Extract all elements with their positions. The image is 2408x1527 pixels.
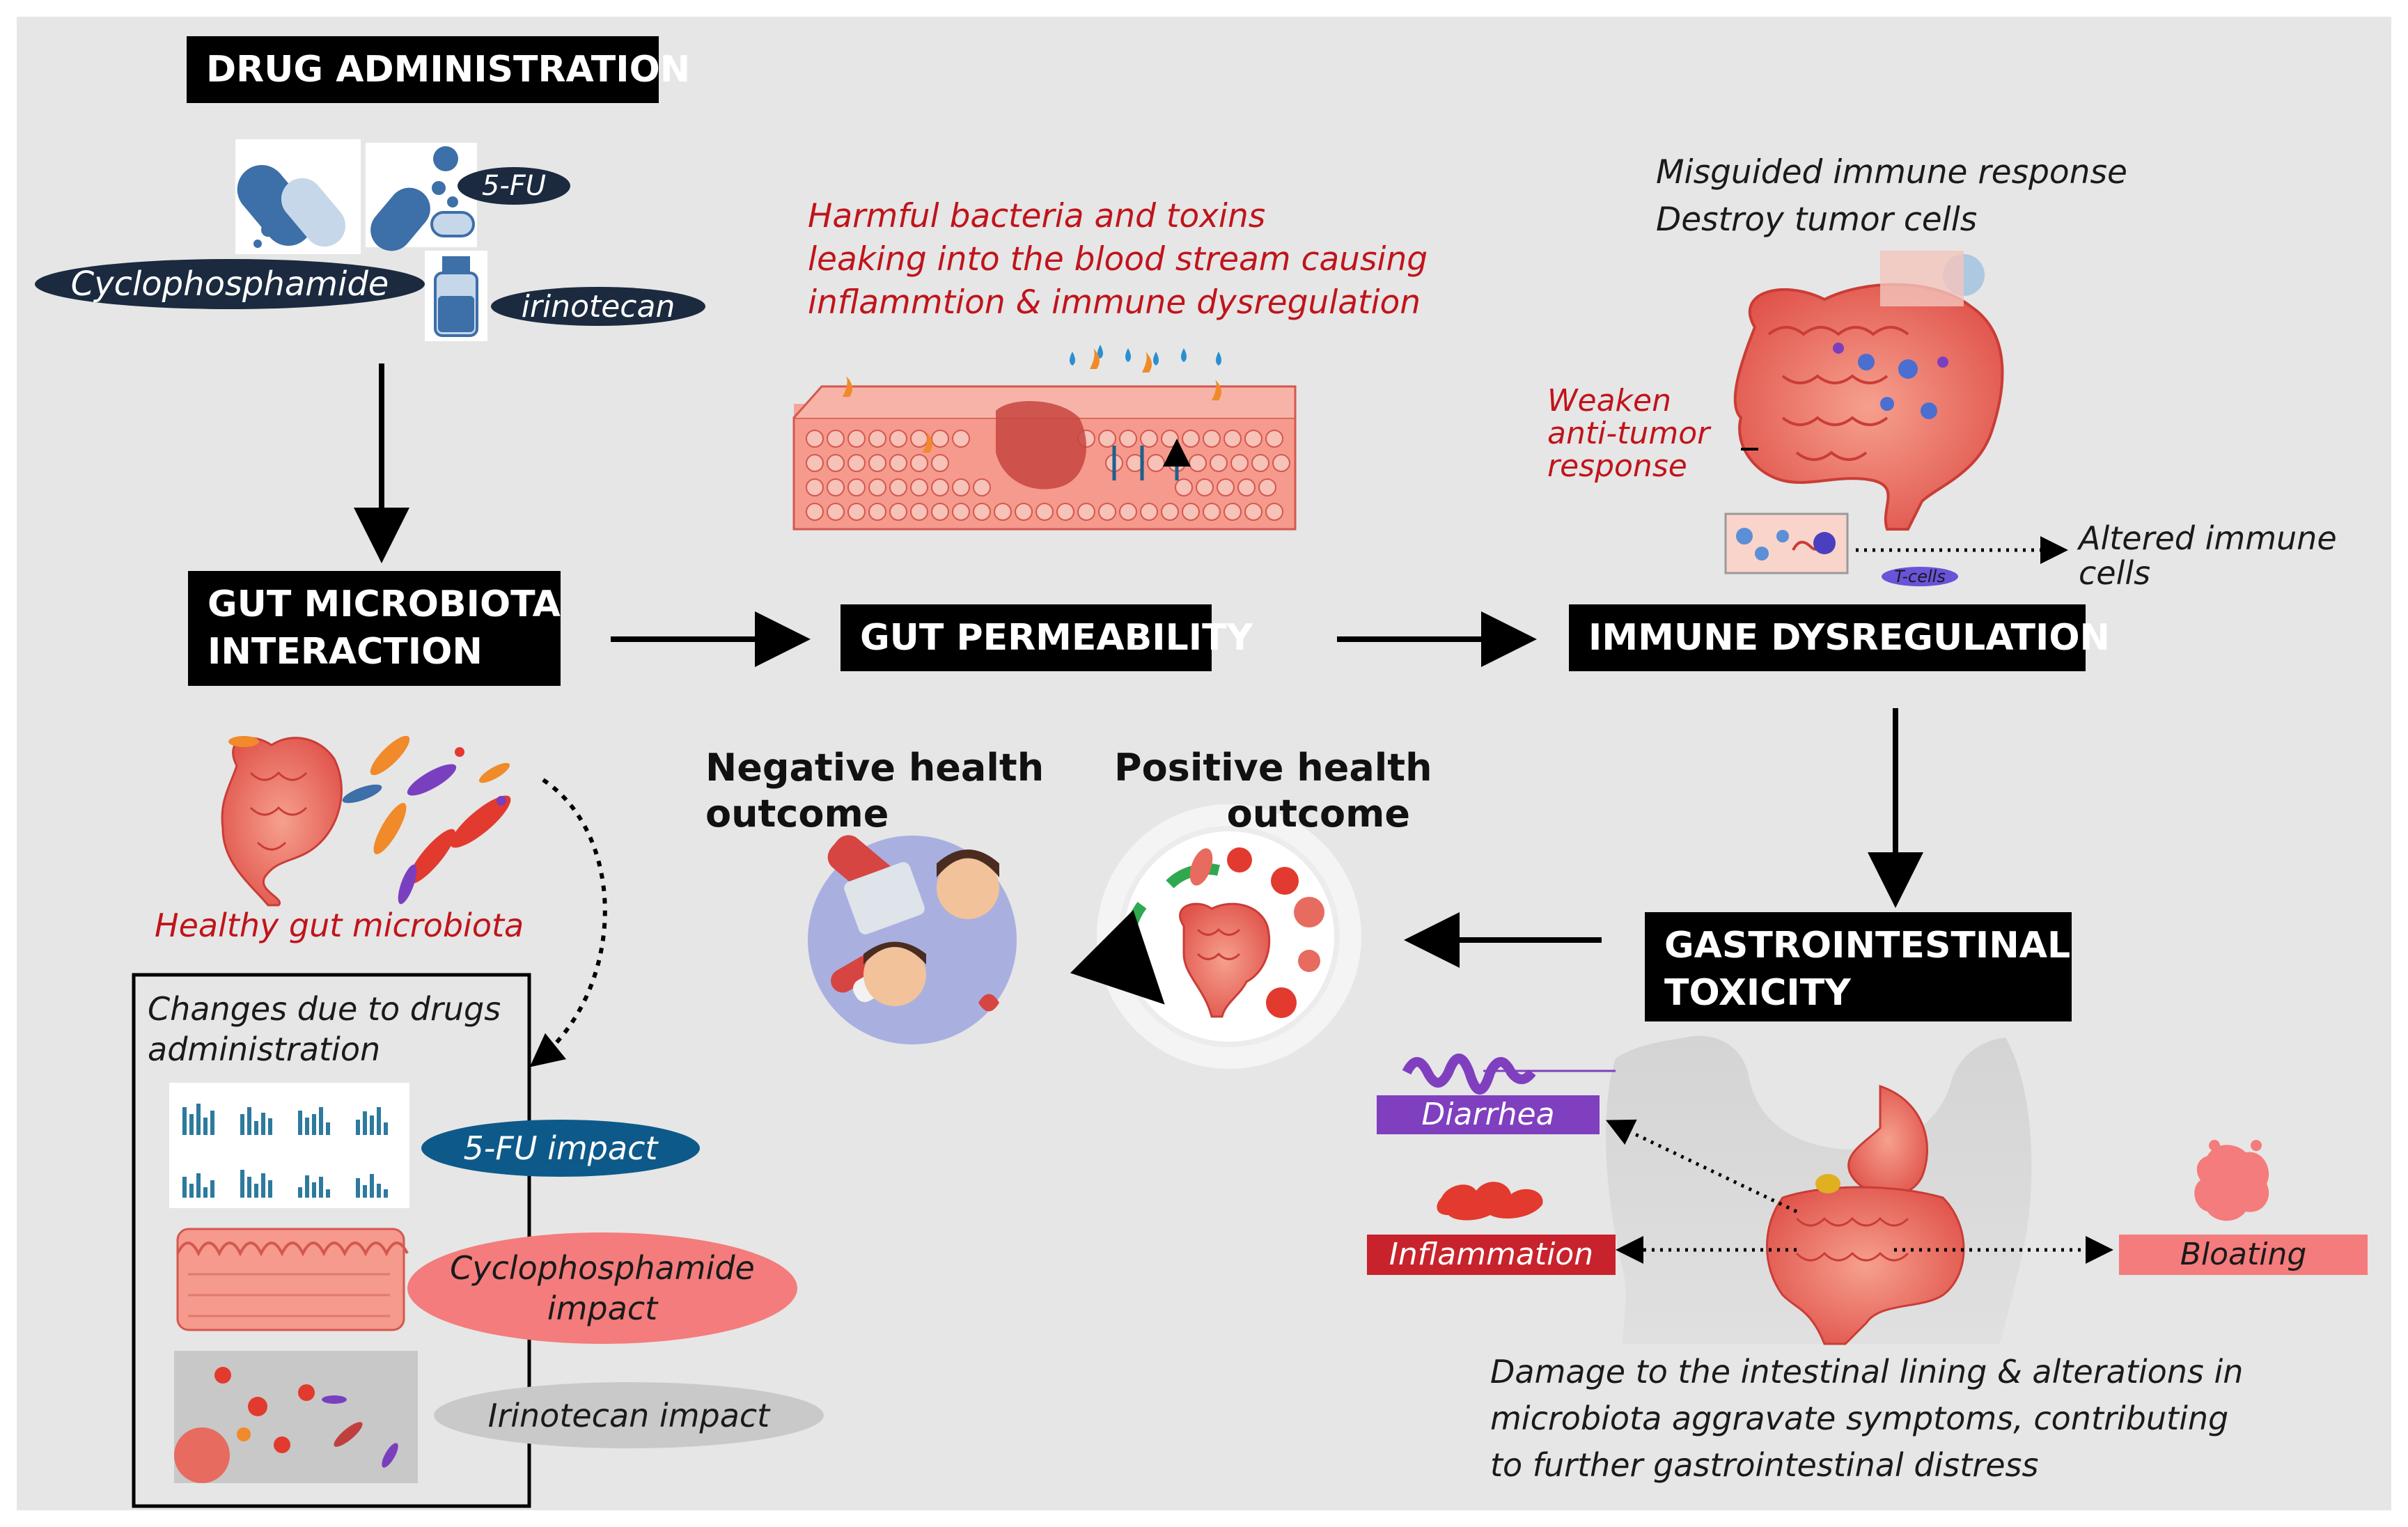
stage-gi-toxicity: GASTROINTESTINAL TOXICITY (1645, 912, 2072, 1021)
weaken-line3: response (1547, 448, 1687, 484)
inflammation-icon (1437, 1182, 1543, 1221)
pills-icon (235, 139, 361, 254)
weaken-line1: Weaken (1547, 383, 1671, 418)
negative-outcome-line2: outcome (705, 792, 889, 836)
permeability-description: Harmful bacteria and toxins leaking into… (808, 195, 1428, 324)
stage-label: DRUG ADMINISTRATION (206, 49, 691, 91)
capsules-icon (366, 143, 477, 251)
stage-gut-permeability: GUT PERMEABILITY (841, 604, 1253, 671)
altered-line1: Altered immune (2079, 519, 2337, 557)
stage-label-line2: TOXICITY (1664, 972, 1851, 1014)
bacteria-thumbnail (174, 1351, 418, 1483)
fu-bar-charts-thumbnail (169, 1083, 409, 1208)
vial-icon (425, 251, 487, 341)
tcells-label: T-cells (1894, 567, 1946, 586)
irinotecan-impact-pill: Irinotecan impact (434, 1382, 824, 1448)
drug-cyclophosphamide-pill: Cyclophosphamide (35, 259, 425, 309)
diarrhea-label: Diarrhea (1377, 1095, 1600, 1134)
cyclophosphamide-impact-pill: Cyclophosphamide impact (407, 1232, 797, 1344)
changes-heading-line1: Changes due to drugs (148, 990, 501, 1028)
tcells-badge (1882, 567, 1958, 586)
fu-impact-pill: 5-FU impact (421, 1120, 700, 1177)
stage-label: GUT PERMEABILITY (860, 617, 1253, 659)
gut-lining-illustration (792, 345, 1297, 531)
negative-outcome-illustration (808, 835, 1017, 1044)
changes-heading: Changes due to drugs administration (148, 989, 501, 1070)
diarrhea-text: Diarrhea (1421, 1097, 1555, 1132)
fu-impact-label: 5-FU impact (463, 1129, 658, 1167)
immune-line2: Destroy tumor cells (1656, 201, 1978, 239)
stage-label-line1: GUT MICROBIOTA (208, 584, 561, 625)
weaken-response-label: Weaken anti-tumor response (1547, 384, 1710, 483)
irinotecan-impact-label: Irinotecan impact (487, 1396, 770, 1434)
drug-cyclophosphamide-label: Cyclophosphamide (70, 265, 389, 304)
positive-outcome-line2: outcome (1226, 792, 1410, 836)
stage-immune-dysregulation: IMMUNE DYSREGULATION (1569, 604, 2110, 671)
permeability-line2: leaking into the blood stream causing (808, 240, 1428, 279)
stage-drug-administration: DRUG ADMINISTRATION (187, 36, 690, 103)
stage-label-line2: INTERACTION (208, 631, 483, 673)
stage-label-line1: GASTROINTESTINAL (1664, 925, 2071, 966)
positive-outcome-line1: Positive health (1114, 746, 1432, 790)
inflammation-label: Inflammation (1367, 1235, 1616, 1275)
bloating-icon (2194, 1140, 2269, 1221)
inflammation-text: Inflammation (1389, 1237, 1594, 1272)
permeability-line1: Harmful bacteria and toxins (808, 197, 1266, 235)
damage-description: Damage to the intestinal lining & altera… (1490, 1349, 2243, 1489)
arrow-to-diarrhea (1605, 1119, 1798, 1214)
drug-irinotecan-label: irinotecan (521, 288, 675, 324)
positive-outcome-heading: Positive health outcome (1114, 745, 1432, 837)
drug-5fu-label: 5-FU (481, 170, 547, 202)
damage-line3: to further gastrointestinal distress (1490, 1446, 2039, 1484)
bloating-label: Bloating (2119, 1235, 2368, 1275)
healthy-gut-illustration (221, 735, 511, 907)
damage-line1: Damage to the intestinal lining & altera… (1490, 1353, 2244, 1391)
positive-outcome-illustration (1070, 804, 1361, 1069)
diarrhea-wave-icon (1402, 1054, 1536, 1095)
arrow-microbiota-to-changes (529, 778, 607, 1067)
altered-immune-cells-label: Altered immune cells (2079, 521, 2337, 590)
altered-line2: cells (2079, 554, 2151, 592)
immune-cells-inset (1724, 512, 1849, 574)
permeability-line3: inflammtion & immune dysregulation (808, 283, 1421, 322)
drug-5fu-pill: 5-FU (458, 167, 570, 205)
immune-line1: Misguided immune response (1656, 153, 2127, 191)
negative-outcome-heading: Negative health outcome (705, 745, 1044, 837)
cyclophosphamide-impact-line2: impact (547, 1290, 658, 1327)
stage-gut-microbiota: GUT MICROBIOTA INTERACTION (188, 571, 561, 686)
healthy-microbiota-label: Healthy gut microbiota (155, 907, 524, 944)
torso-illustration (1606, 1035, 2032, 1345)
intestinal-tissue-thumbnail (176, 1228, 409, 1331)
negative-outcome-line1: Negative health (705, 746, 1045, 790)
intestine-illustration (1733, 251, 2004, 531)
changes-heading-line2: administration (148, 1031, 381, 1068)
cyclophosphamide-impact-line1: Cyclophosphamide (450, 1249, 755, 1287)
stage-label: IMMUNE DYSREGULATION (1588, 617, 2111, 659)
immune-response-description: Misguided immune response Destroy tumor … (1656, 149, 2127, 244)
drug-irinotecan-pill: irinotecan (491, 287, 705, 326)
weaken-line2: anti-tumor (1547, 416, 1710, 451)
bloating-text: Bloating (2180, 1237, 2307, 1272)
damage-line2: microbiota aggravate symptoms, contribut… (1490, 1400, 2229, 1437)
